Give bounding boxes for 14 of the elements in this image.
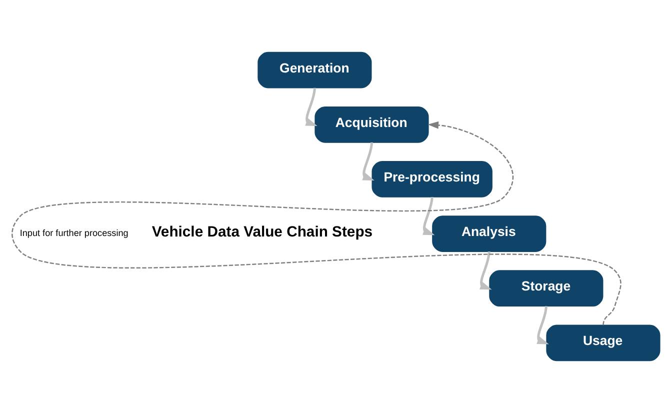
node-box: Generation (258, 52, 372, 88)
arrow (422, 196, 435, 236)
node-box: Storage (489, 270, 604, 307)
arrow (12, 121, 621, 326)
node-box: Usage (546, 324, 660, 362)
node-box: Pre-processing (372, 161, 492, 198)
arrow (536, 306, 549, 344)
label: Vehicle Data Value Chain Steps (152, 224, 373, 241)
arrow (480, 251, 492, 290)
arrow (362, 142, 374, 181)
arrow (305, 88, 318, 126)
node-box: Analysis (432, 216, 546, 252)
node-box: Acquisition (314, 106, 429, 143)
edge-label: Input for further processing (20, 228, 128, 238)
